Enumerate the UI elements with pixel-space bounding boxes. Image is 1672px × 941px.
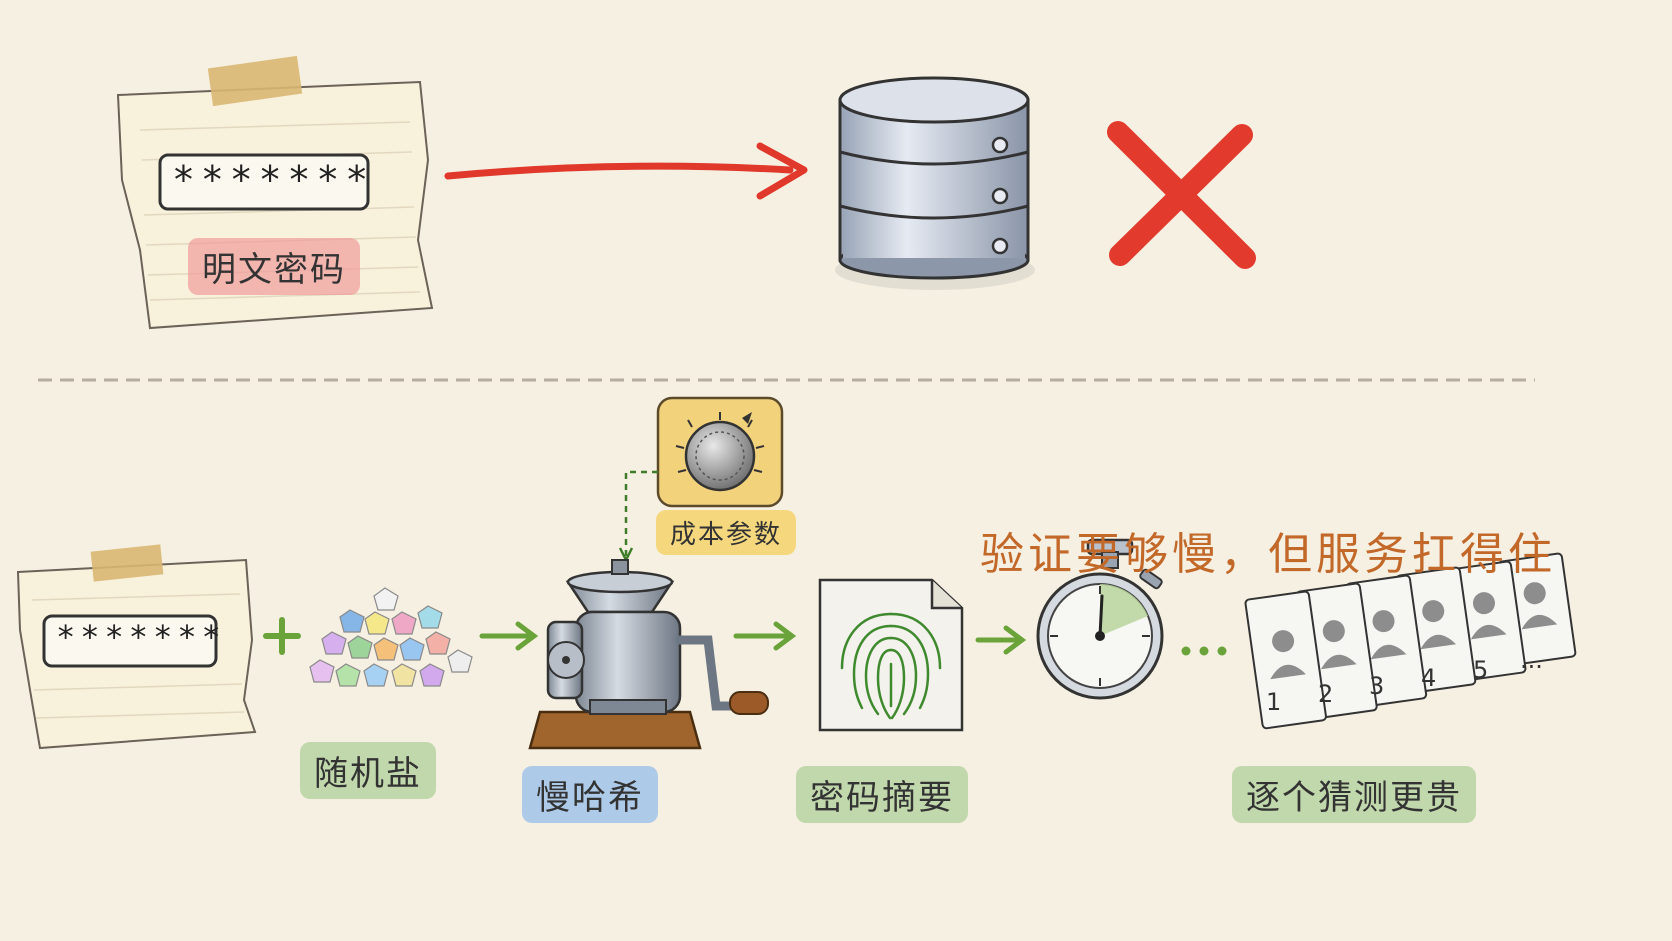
salt-crystals-icon	[309, 587, 473, 687]
top-password-mask: *******	[172, 158, 375, 202]
bottom-paper-note	[16, 544, 257, 750]
fingerprint-document-icon	[818, 578, 964, 732]
cost-dial-icon	[656, 396, 784, 508]
card-number: 2	[1318, 680, 1334, 708]
card-number: 4	[1421, 664, 1437, 692]
card-number: 3	[1369, 672, 1385, 700]
top-red-arrow	[444, 142, 808, 200]
card-number: 5	[1473, 656, 1489, 684]
guess-label: 逐个猜测更贵	[1232, 766, 1476, 823]
salt-label: 随机盐	[300, 742, 436, 799]
dial-connector	[624, 470, 658, 556]
grinder-icon	[528, 559, 769, 750]
tape	[207, 55, 303, 107]
stopwatch-icon	[1036, 538, 1164, 700]
green-arrow-1	[479, 621, 539, 651]
digest-label: 密码摘要	[796, 766, 968, 823]
red-cross-icon	[1107, 121, 1256, 269]
slogan-text: 验证要够慢，但服务扛得住	[980, 529, 1556, 580]
tape	[90, 544, 164, 582]
guess-card	[1244, 590, 1327, 730]
password-field	[42, 614, 218, 668]
plus-icon	[263, 617, 301, 655]
cost-param-label: 成本参数	[656, 510, 797, 555]
plaintext-password-label: 明文密码	[188, 238, 360, 295]
ellipsis-dots	[1181, 646, 1227, 656]
card-number: 1	[1266, 688, 1282, 716]
bottom-password-mask: *******	[56, 618, 226, 656]
green-arrow-2	[733, 621, 797, 651]
green-arrow-3	[975, 625, 1027, 655]
card-number: ...	[1520, 646, 1543, 674]
slow-hash-label: 慢哈希	[522, 766, 658, 823]
password-field	[158, 153, 370, 211]
guess-cards	[1244, 552, 1577, 730]
database-icon	[835, 76, 1035, 290]
